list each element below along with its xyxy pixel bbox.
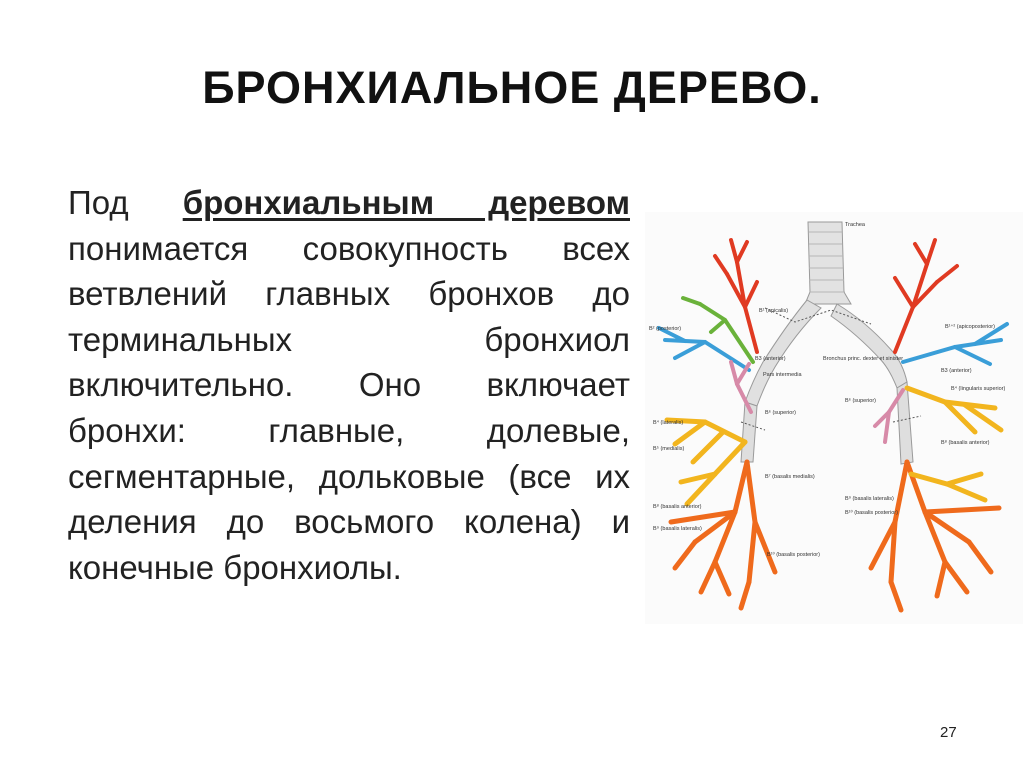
right-lower-lobe-branches (668, 459, 778, 611)
body-text: Под бронхиальным деревом понимается сово… (68, 180, 630, 590)
label-bronchus-principalis: Bronchus princ. dexter et sinister (823, 356, 903, 362)
label-b8-basalis-anterior: B⁸ (basalis anterior) (653, 503, 702, 510)
left-lingula-yellow-branches (904, 385, 1004, 435)
left-anterior-branches (901, 322, 1009, 366)
trachea-rings (809, 231, 845, 293)
label-b6-superior-right: B⁶ (superior) (765, 409, 796, 416)
body-text-part-1: Под (68, 184, 183, 221)
label-b2-posterior: B² (posterior) (649, 326, 681, 332)
slide-title: БРОНХИАЛЬНОЕ ДЕРЕВО. (202, 62, 822, 113)
bronchial-tree-svg: Trachea B¹ (apicalis) B² (posterior) B3 … (649, 221, 1009, 613)
label-trachea: Trachea (845, 222, 866, 228)
label-b3-anterior-left: B3 (anterior) (941, 368, 972, 374)
label-b9-basalis-lateralis: B⁹ (basalis lateralis) (653, 525, 702, 532)
left-lingular-branches (873, 388, 905, 444)
right-superior-branches (729, 360, 753, 414)
label-b8-basalis-anterior-left: B⁸ (basalis anterior) (941, 439, 990, 446)
keyword-bronchial-tree: бронхиальным деревом (182, 184, 630, 221)
label-b10-basalis-posterior: B¹⁰ (basalis posterior) (767, 551, 820, 558)
right-middle-lobe-branches (664, 417, 748, 507)
label-b5-medialis: B⁵ (medialis) (653, 445, 684, 452)
label-b4-lateralis: B⁴ (lateralis) (653, 419, 683, 426)
page-number: 27 (940, 724, 957, 741)
left-apicoposterior-branches (893, 238, 959, 354)
label-b1-apicalis: B¹ (apicalis) (759, 308, 788, 314)
segment-divider-lines (740, 307, 922, 431)
right-apical-branches (713, 238, 759, 354)
label-b10-basalis-posterior-left: B¹⁰ (basalis posterior) (845, 509, 898, 516)
label-b4-lingularis: B⁴ (lingularis superior) (951, 385, 1005, 392)
right-posterior-branches (681, 296, 755, 364)
label-b3-anterior: B3 (anterior) (755, 356, 786, 362)
body-text-part-2: понимается совокупность всех ветвлений г… (68, 229, 630, 586)
label-b1-2-apicoposterior: B¹⁺² (apicoposterior) (945, 323, 995, 330)
left-basal-yellow-branches (908, 471, 988, 503)
right-anterior-branches (657, 326, 751, 372)
label-b6-superior-left: B⁶ (superior) (845, 397, 876, 404)
left-lower-lobe-branches (868, 459, 1002, 613)
bronchial-tree-illustration: Trachea B¹ (apicalis) B² (posterior) B3 … (645, 212, 1023, 624)
label-pars-intermedia: Pars intermedia (763, 372, 802, 378)
label-b9-basalis-lateralis-left: B⁹ (basalis lateralis) (845, 495, 894, 502)
label-b7-basalis-medialis: B⁷ (basalis medialis) (765, 473, 815, 480)
left-lower-trunk (896, 381, 914, 465)
